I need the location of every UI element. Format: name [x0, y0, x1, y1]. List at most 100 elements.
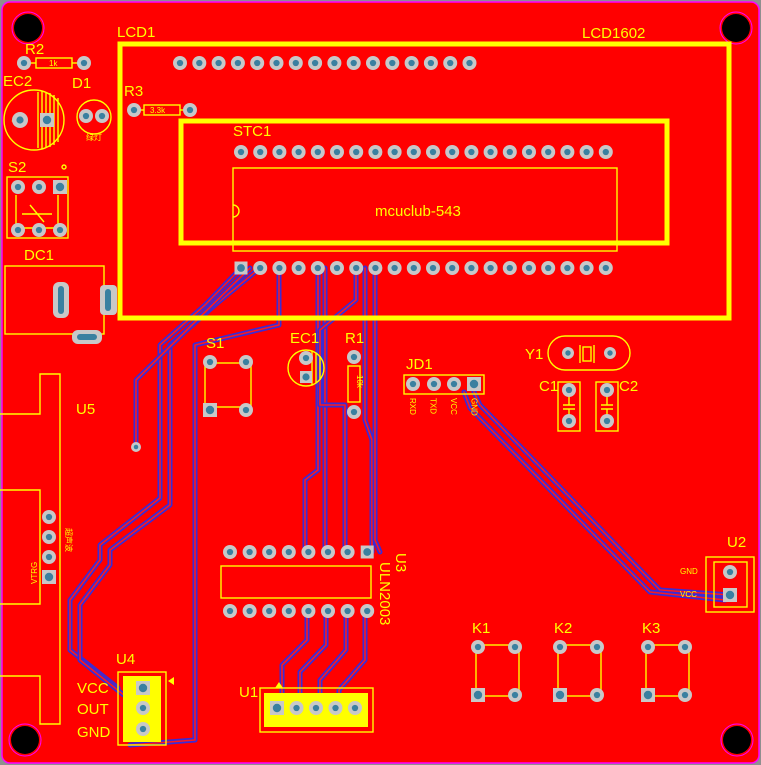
- u3-pad-top-4: [281, 545, 296, 559]
- mcu-pad-top-20: [598, 145, 613, 159]
- y-pad-2: [604, 347, 616, 359]
- u2-outline: [705, 556, 755, 613]
- u1-pad-2: [289, 701, 304, 715]
- jd-pad-4: [467, 377, 481, 391]
- k3-outline: [645, 644, 690, 697]
- u3-pad-top-6: [321, 545, 335, 559]
- d1-note: 绿灯: [86, 132, 102, 142]
- c2-outline: [595, 381, 619, 432]
- lcd-pad-1: [173, 56, 187, 70]
- y-outline: [547, 335, 631, 371]
- u3-pad-bottom-6: [321, 604, 335, 618]
- mcu-pad-top-6: [330, 145, 344, 159]
- lcd-pad-8: [308, 56, 323, 70]
- mcu-pad-bottom-17: [541, 261, 556, 275]
- c1-pad-2: [562, 414, 576, 428]
- lcd-outline: [117, 41, 732, 321]
- mcu-pad-bottom-3: [272, 261, 287, 275]
- lcd-pad-14: [423, 56, 438, 70]
- s1-designator: S1: [206, 335, 224, 352]
- mcu-pad-top-18: [560, 145, 575, 159]
- ec2-pad-1: [12, 112, 28, 128]
- stc-outline: [178, 118, 670, 246]
- y-designator: Y1: [525, 346, 543, 363]
- s1-pad-4: [239, 403, 253, 417]
- c1-designator: C1: [539, 378, 558, 395]
- u3-pad-bottom-5: [301, 604, 316, 618]
- mcu-body: [232, 167, 618, 252]
- ec2-designator: EC2: [3, 73, 32, 90]
- mcu-pad-top-13: [464, 145, 479, 159]
- mcu-pad-bottom-20: [598, 261, 613, 275]
- lcd-pad-7: [288, 56, 303, 70]
- mcu-pad-bottom-7: [349, 261, 364, 275]
- u1-pad-1: [270, 701, 284, 715]
- u2-pin-vcc: VCC: [680, 590, 697, 599]
- lcd-pad-6: [269, 56, 284, 70]
- mcu-pad-top-8: [368, 145, 383, 159]
- k3-pad-2: [678, 640, 692, 654]
- u5-note: 超声波: [64, 528, 74, 552]
- u1-designator: U1: [239, 684, 258, 701]
- d1-outline: [76, 99, 112, 135]
- mcu-pad-top-14: [483, 145, 498, 159]
- r3-pad-2: [183, 103, 197, 117]
- ec2-outline: [3, 89, 65, 151]
- d1-pad-1: [79, 109, 93, 123]
- mcu-notch: [232, 204, 240, 218]
- s2-designator: S2: [8, 159, 26, 176]
- lcd-designator: LCD1: [117, 24, 155, 41]
- mcu-pad-bottom-8: [368, 261, 383, 275]
- c2-pad-2: [600, 414, 614, 428]
- mcu-pad-top-12: [445, 145, 460, 159]
- lcd-pad-11: [366, 56, 380, 70]
- mcu-pad-bottom-19: [579, 261, 594, 275]
- r3-designator: R3: [124, 83, 143, 100]
- lcd-pad-13: [404, 56, 419, 70]
- k1-outline: [475, 644, 520, 697]
- r1-designator: R1: [345, 330, 364, 347]
- k1-designator: K1: [472, 620, 490, 637]
- r1-pad-1: [347, 350, 361, 364]
- k1-pad-2: [508, 640, 522, 654]
- u4-outline: [117, 671, 167, 746]
- u3-pad-bottom-3: [262, 604, 277, 618]
- mcu-pad-bottom-5: [310, 261, 325, 275]
- mcu-pad-top-15: [502, 145, 517, 159]
- mcu-pad-top-10: [406, 145, 421, 159]
- k2-pad-2: [590, 640, 604, 654]
- stc-designator: STC1: [233, 123, 271, 140]
- u3-pad-bottom-8: [360, 604, 375, 618]
- mcu-pad-top-17: [541, 145, 556, 159]
- mcu-label: mcuclub-543: [375, 203, 461, 220]
- u3-pad-top-7: [340, 545, 355, 559]
- mcu-pad-top-9: [387, 145, 402, 159]
- u3-pad-bottom-1: [223, 604, 237, 618]
- r1-body: [347, 365, 361, 403]
- s1-pad-3: [203, 403, 217, 417]
- jd-pin-label-4: GND: [470, 398, 479, 416]
- via-1: [131, 442, 141, 452]
- c1-outline: [557, 381, 581, 432]
- lcd-pad-5: [250, 56, 265, 70]
- k2-pad-4: [590, 688, 604, 702]
- s2-pad-4: [11, 223, 25, 237]
- jd-pin-label-2: TXD: [429, 398, 438, 414]
- mcu-pad-top-7: [349, 145, 364, 159]
- s1-pad-2: [239, 355, 253, 369]
- mcu-pad-top-16: [522, 145, 536, 159]
- lcd-pad-2: [192, 56, 207, 70]
- s2-pad-2: [32, 180, 46, 194]
- k1-pad-4: [508, 688, 522, 702]
- u3-pad-top-1: [223, 545, 237, 559]
- k3-designator: K3: [642, 620, 660, 637]
- u3-pad-top-8: [360, 545, 374, 559]
- mcu-pad-bottom-15: [502, 261, 517, 275]
- mcu-pad-top-19: [579, 145, 594, 159]
- s2-outline: [6, 176, 69, 239]
- ec1-pad-2: [300, 371, 312, 383]
- jd-pad-3: [447, 377, 461, 391]
